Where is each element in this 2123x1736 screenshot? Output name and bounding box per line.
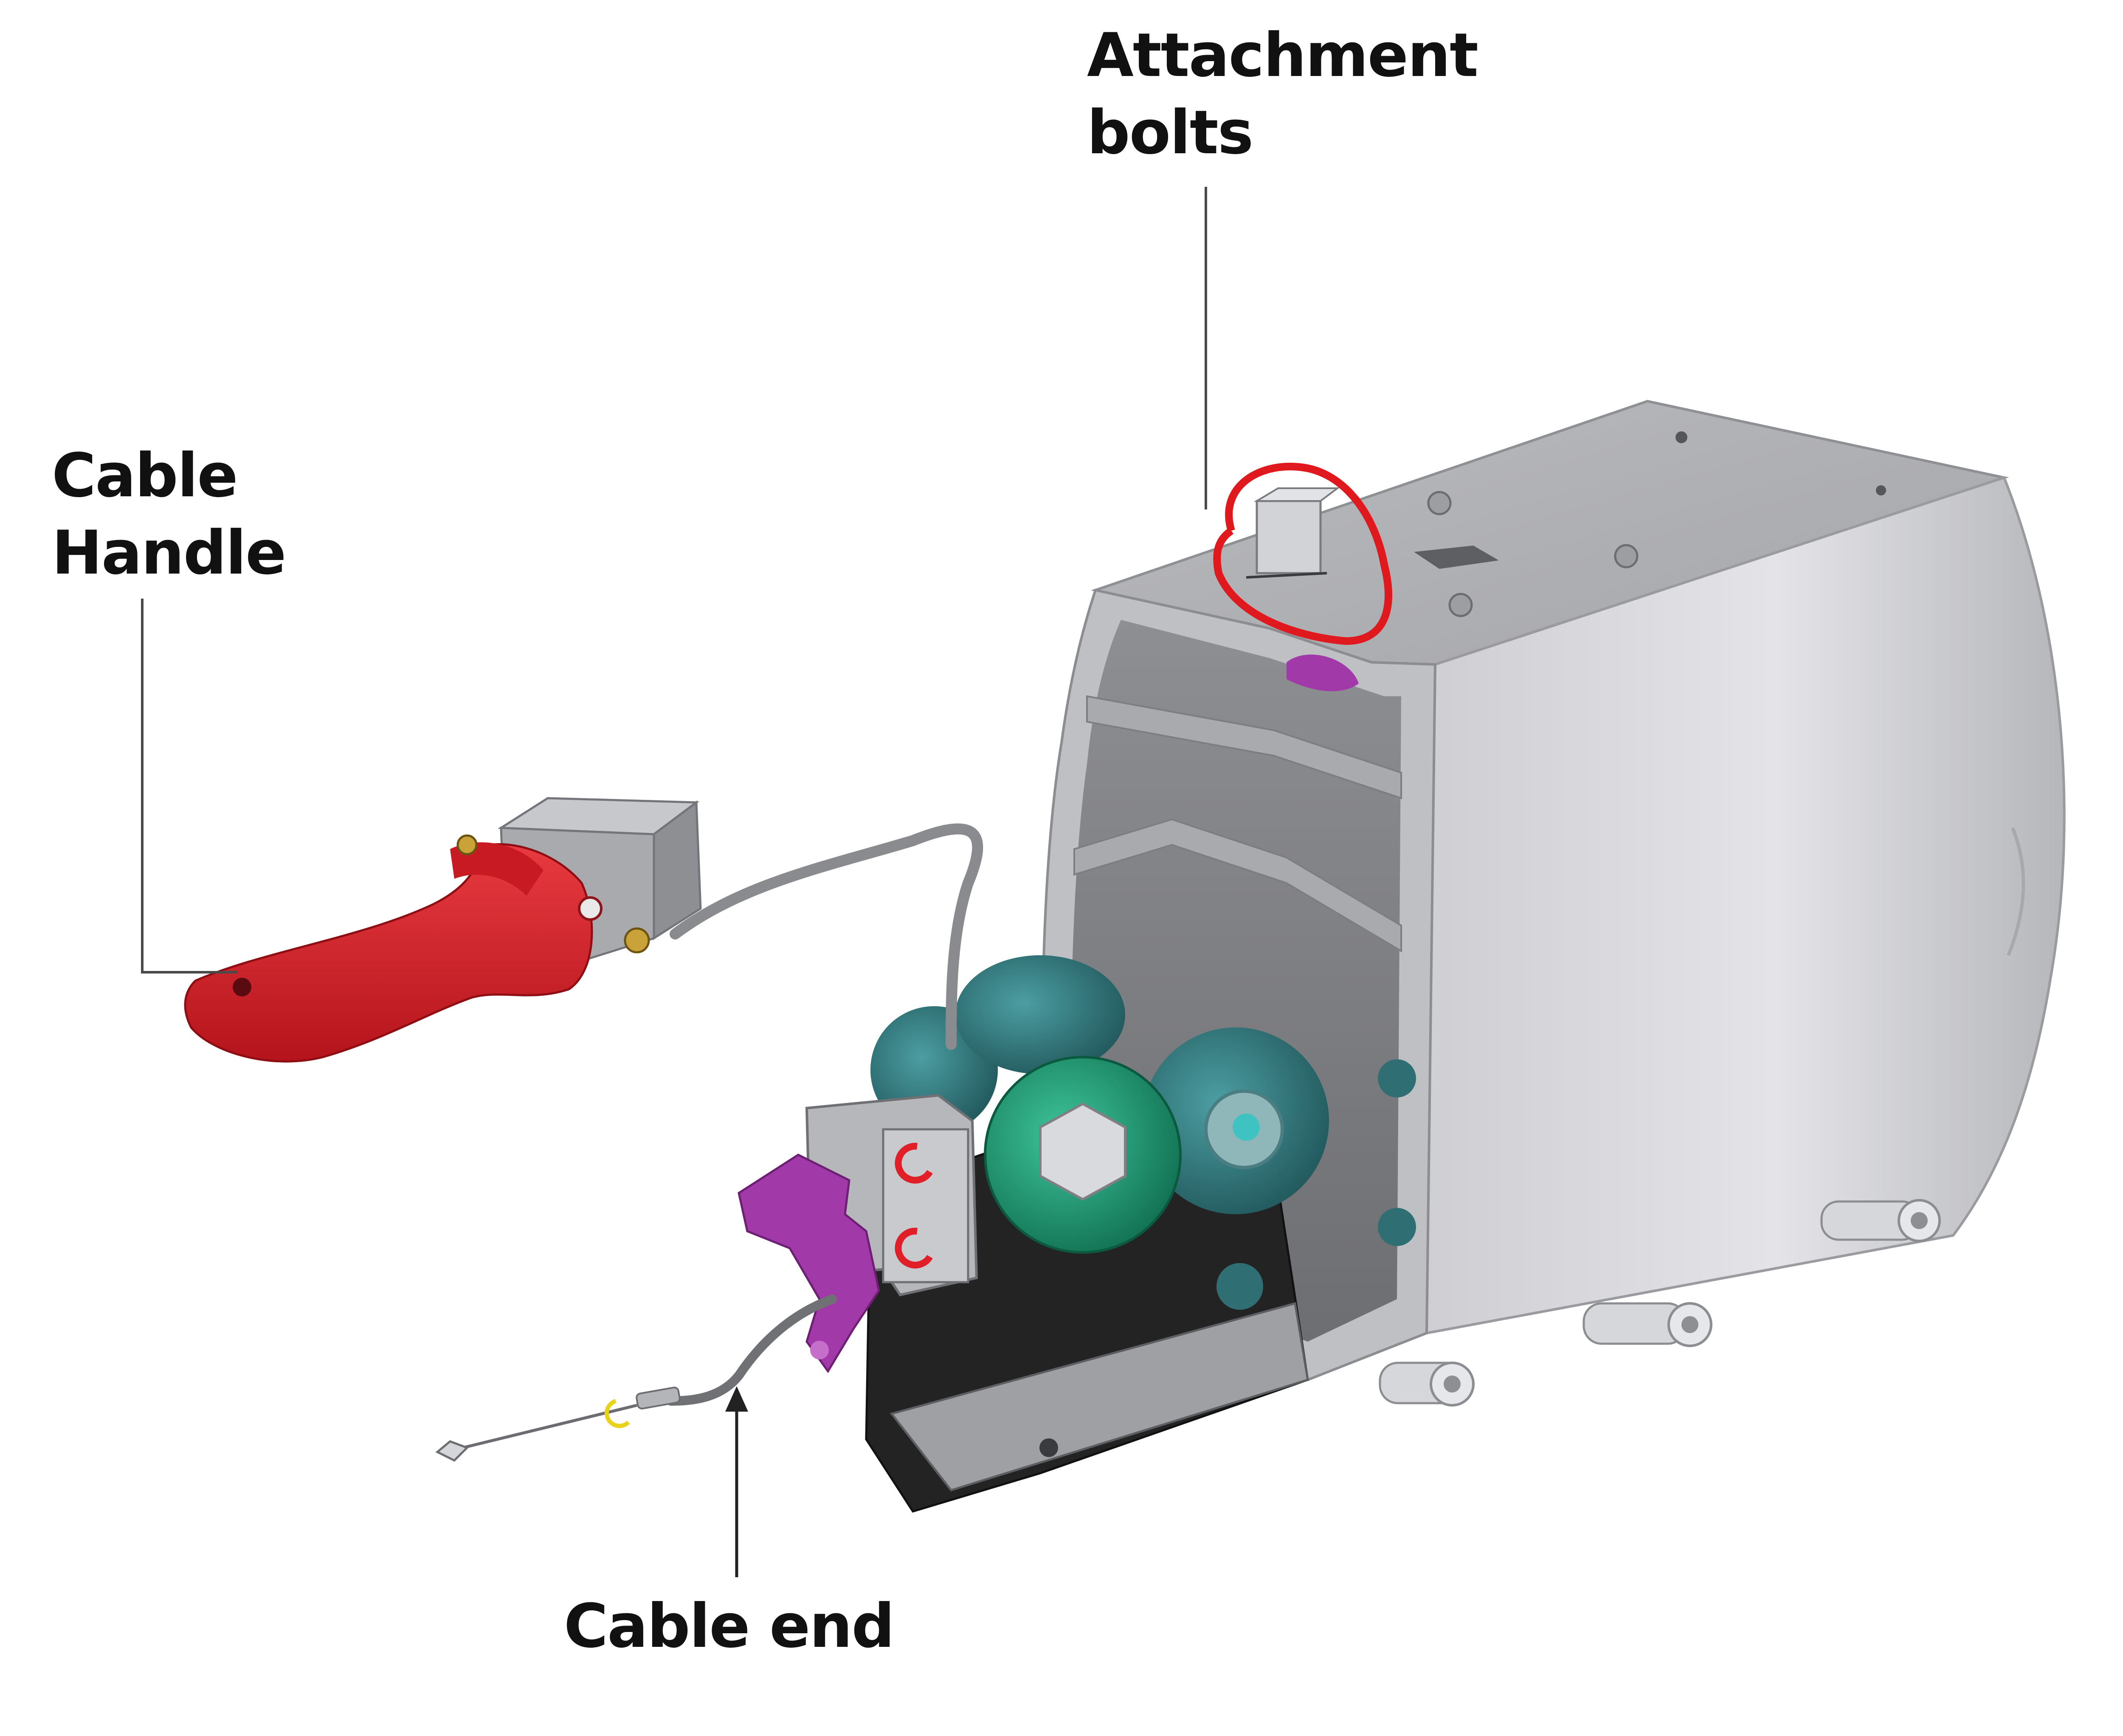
leader-arrowhead-cable-end: [725, 1386, 748, 1412]
purple-latch: [738, 1154, 880, 1373]
cable-end-assembly: [435, 1294, 837, 1462]
red-handle-pivot: [450, 842, 543, 896]
red-handle: [184, 843, 593, 1063]
rail-hole: [1039, 1438, 1058, 1457]
leader-line-cable-handle: [141, 599, 238, 974]
purple-latch-pin: [810, 1341, 829, 1359]
label-cable-end-text: Cable end: [564, 1591, 895, 1661]
handle-pin: [578, 896, 603, 921]
top-bolt: [1427, 491, 1452, 515]
handle-block-side: [653, 800, 702, 940]
teal-bolt: [1216, 1263, 1263, 1310]
green-knob-hex-bolt: [1039, 1102, 1126, 1201]
cable-end-yellow-clip: [604, 1399, 630, 1428]
red-clip: [895, 1227, 933, 1269]
top-square-opening: [1414, 546, 1499, 569]
handle-hole: [233, 978, 251, 996]
cable-end-ferrule: [636, 1387, 681, 1410]
label-attachment-bolts-line1: Attachment: [1087, 20, 1478, 90]
handle-nut: [456, 834, 478, 855]
label-cable-handle-line1: Cable: [52, 441, 238, 511]
housing-rib-upper: [1086, 695, 1402, 799]
label-attachment-bolts-line2: bolts: [1087, 98, 1253, 168]
handle-nut: [624, 927, 650, 954]
top-hole: [1675, 431, 1687, 443]
label-cable-handle-line2: Handle: [52, 518, 286, 588]
cable-end-sheath: [666, 1294, 837, 1406]
housing-rib-middle: [1073, 818, 1402, 953]
label-attachment-bolts: Attachment bolts: [1087, 17, 1478, 172]
cable-end-tip: [435, 1440, 469, 1462]
top-hole: [1876, 485, 1886, 495]
front-mechanism: [738, 955, 1416, 1513]
teal-knob-center: [1233, 1114, 1260, 1141]
teal-bolt: [1378, 1059, 1416, 1097]
teal-knob: [955, 955, 1125, 1074]
teal-bolt: [1378, 1208, 1416, 1246]
purple-clip-top: [1287, 654, 1359, 692]
bottom-bolts: [1379, 1199, 1941, 1407]
highlight-circle: [1213, 462, 1392, 645]
cable-handle-assembly: [184, 797, 983, 1063]
red-clip: [895, 1142, 933, 1184]
attachment-bolt-block: [1246, 487, 1340, 579]
grey-cable: [670, 823, 983, 1050]
label-cable-handle: Cable Handle: [52, 437, 286, 592]
housing-crease: [2007, 827, 2025, 956]
label-cable-end: Cable end: [564, 1588, 895, 1665]
grey-rail: [890, 1302, 1309, 1491]
top-bolt: [1614, 544, 1639, 568]
top-bolt: [1448, 593, 1473, 617]
cable-end-wire: [462, 1404, 637, 1449]
